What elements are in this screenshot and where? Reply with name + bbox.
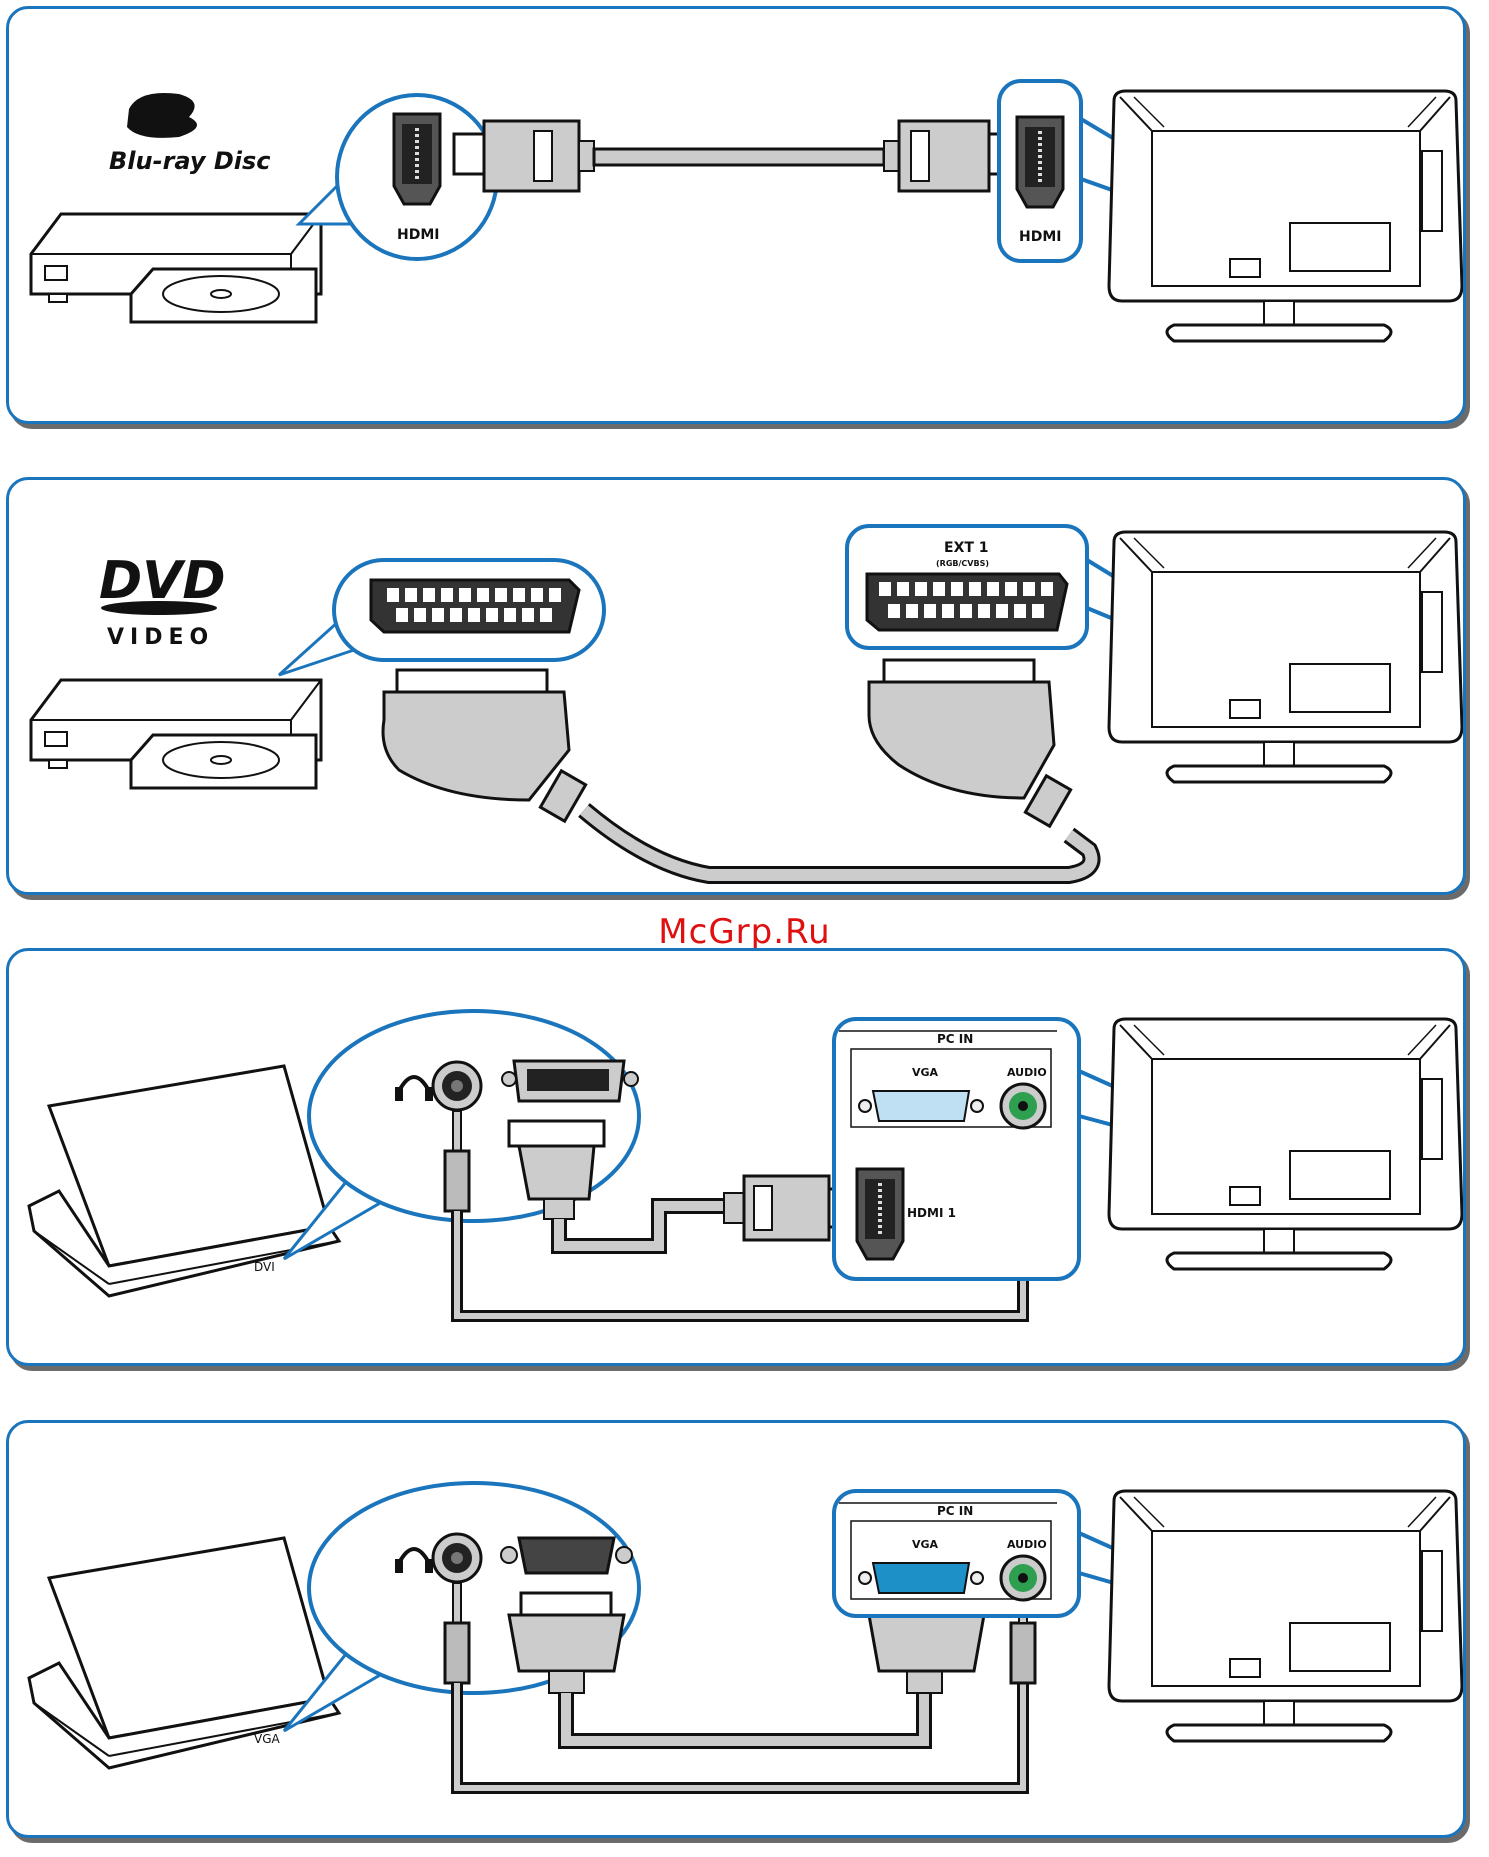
tv-group-label: PC IN <box>937 1032 973 1046</box>
tv-back <box>1109 532 1462 782</box>
tv-vga-label: VGA <box>912 1538 939 1551</box>
tv-vga-label: VGA <box>912 1066 939 1079</box>
tv-audio-label: AUDIO <box>1007 1066 1047 1079</box>
tv-port-label: EXT 1 <box>944 540 989 556</box>
tv-group-label: PC IN <box>937 1504 973 1518</box>
tv-scart-port <box>867 574 1067 630</box>
tv-audio-port <box>1001 1084 1045 1128</box>
bluray-logo: Blu-ray Disc <box>109 93 271 175</box>
dvi-hdmi-cable <box>509 1121 851 1246</box>
tv-hdmi-label: HDMI 1 <box>907 1206 956 1220</box>
laptop-ports-label: DVI <box>254 1260 275 1274</box>
tv-vga-port <box>859 1563 983 1593</box>
source-scart-port <box>371 580 579 632</box>
bluray-player <box>31 214 321 322</box>
dvd-logo: DVD VIDEO <box>99 551 226 650</box>
hdmi-port-icon <box>394 114 440 204</box>
tv-vga-port <box>859 1091 983 1121</box>
tv-port-label: HDMI <box>1019 229 1061 245</box>
panel-pc-dvi-hdmi: DVI <box>6 948 1466 1366</box>
hdmi-cable <box>454 121 1009 191</box>
panel-dvd-scart: DVD VIDEO EXT 1 (RG <box>6 477 1466 895</box>
source-port-label: HDMI <box>397 227 439 243</box>
bluray-logo-text: Blu-ray Disc <box>109 147 271 175</box>
tv-back <box>1109 91 1462 341</box>
scart-cable <box>383 660 1092 875</box>
tv-audio-label: AUDIO <box>1007 1538 1047 1551</box>
laptop-audio-port <box>433 1534 481 1582</box>
panel-bluray-hdmi: Blu-ray Disc HDMI HDMI <box>6 6 1466 424</box>
watermark: McGrp.Ru <box>0 912 1489 952</box>
tv-hdmi1-port <box>857 1169 903 1259</box>
panel-pc-vga: VGA <box>6 1420 1466 1838</box>
tv-back <box>1109 1491 1462 1741</box>
laptop <box>29 1066 339 1296</box>
laptop-ports-label: VGA <box>254 1732 281 1746</box>
laptop <box>29 1538 339 1768</box>
dvd-video-text: VIDEO <box>107 625 214 650</box>
dvi-port <box>502 1061 638 1101</box>
tv-back <box>1109 1019 1462 1269</box>
tv-audio-port <box>1001 1556 1045 1600</box>
tv-port-sublabel: (RGB/CVBS) <box>936 559 989 568</box>
laptop-audio-port <box>433 1062 481 1110</box>
tv-hdmi-port-icon <box>1017 117 1063 207</box>
dvd-player <box>31 680 321 788</box>
